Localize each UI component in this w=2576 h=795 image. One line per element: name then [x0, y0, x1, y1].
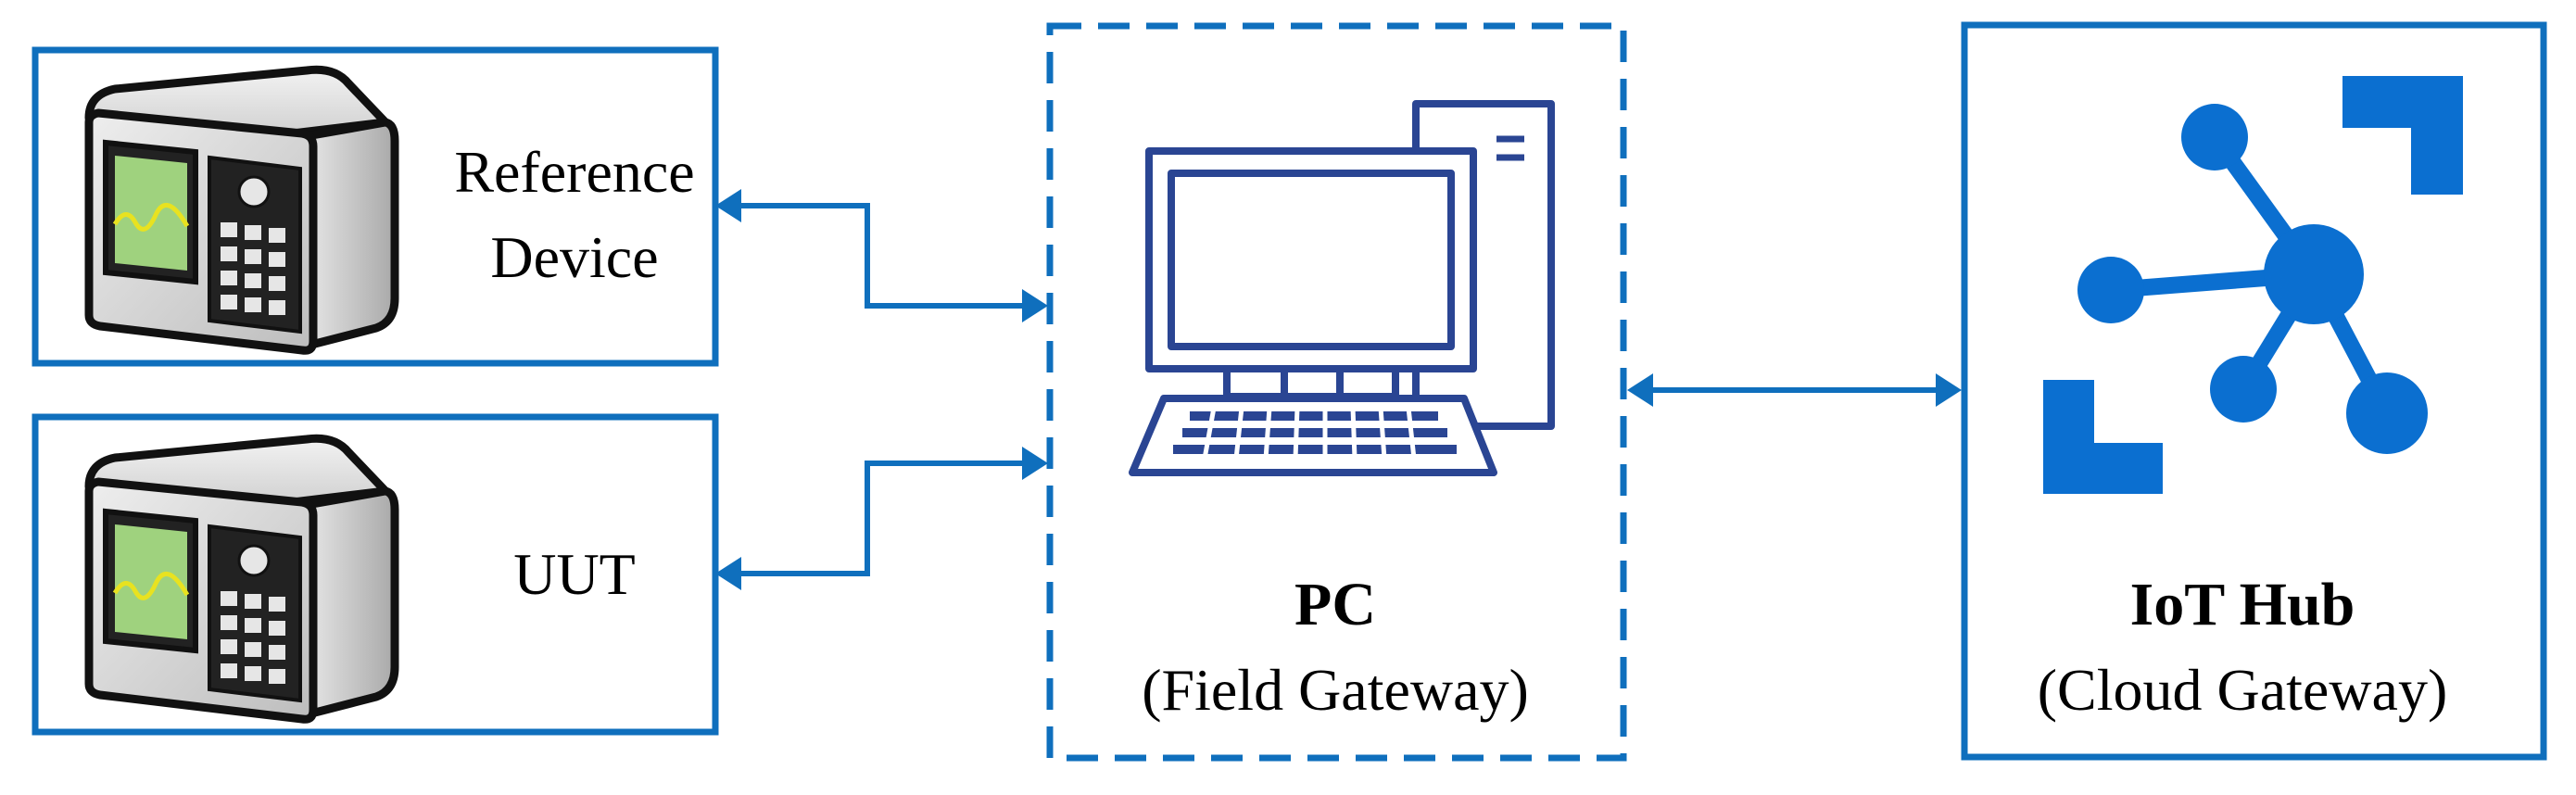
- reference-device-icon: [89, 69, 395, 350]
- arrowhead-right-icon: [1936, 373, 1962, 407]
- uut-label: UUT: [513, 541, 636, 607]
- reference-device-label: Reference Device: [417, 130, 732, 300]
- reference-device-label-line1: Reference: [454, 139, 695, 205]
- arrowhead-left-icon: [715, 557, 741, 590]
- connector-reference-pc: [715, 189, 1048, 322]
- arrowhead-left-icon: [1627, 373, 1653, 407]
- arrowhead-left-icon: [715, 189, 741, 222]
- iot-hub-box: [1961, 21, 2547, 761]
- iot-hub-title: IoT Hub: [2129, 571, 2355, 638]
- connector-uut-pc: [715, 447, 1048, 590]
- pc-title: PC: [1294, 571, 1376, 638]
- uut-box: [32, 413, 719, 736]
- connector-pc-iothub: [1627, 373, 1962, 407]
- pc-subtitle: (Field Gateway): [1142, 657, 1529, 723]
- uut-device-icon: [89, 438, 395, 719]
- desktop-computer-icon: [1129, 100, 1555, 476]
- iot-hub-icon: [2043, 76, 2463, 494]
- reference-device-label-line2: Device: [490, 224, 659, 290]
- arrowhead-right-icon: [1022, 289, 1048, 322]
- pc-field-gateway-box: [1046, 22, 1627, 762]
- reference-device-box: [32, 46, 719, 367]
- arrowhead-right-icon: [1022, 447, 1048, 480]
- iot-hub-subtitle: (Cloud Gateway): [2037, 657, 2448, 723]
